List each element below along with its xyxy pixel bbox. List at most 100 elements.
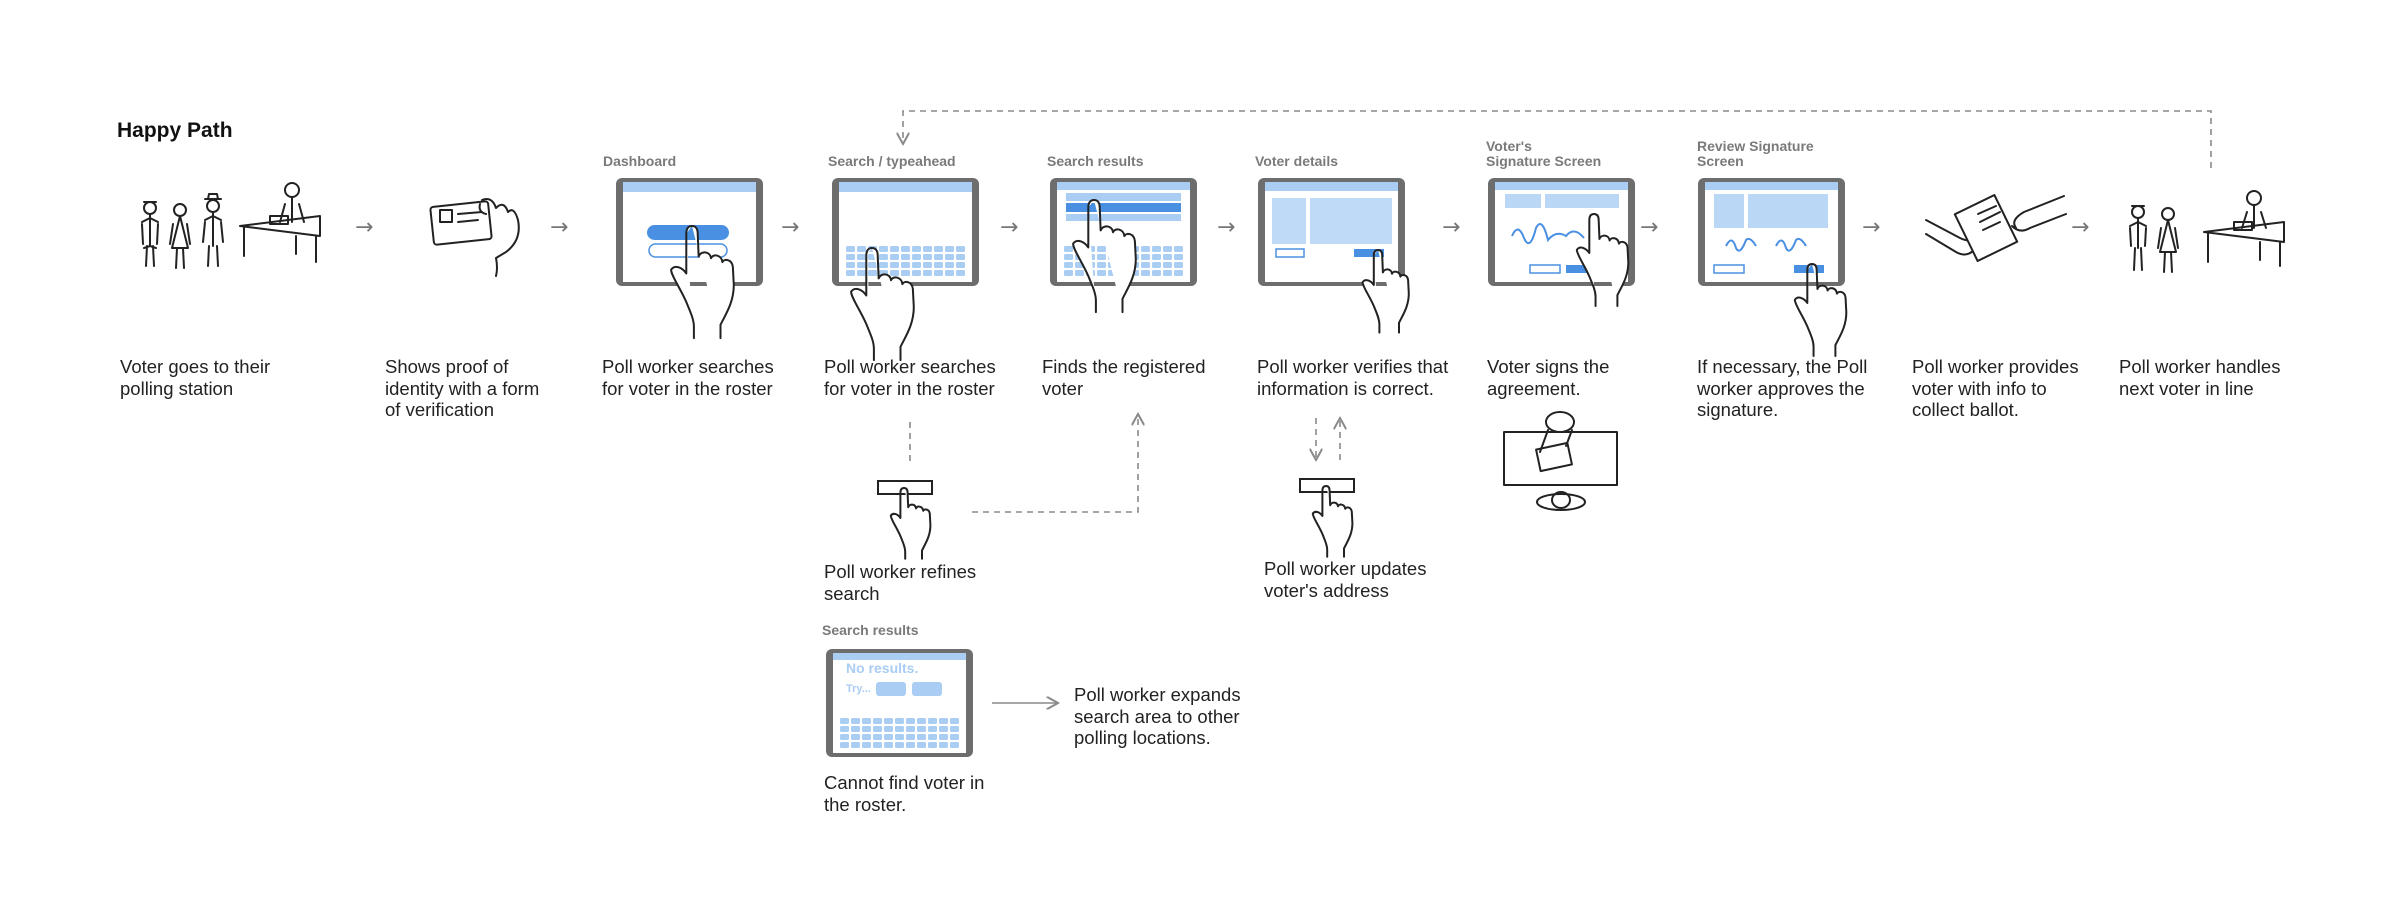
keyboard-key — [846, 262, 855, 268]
keyboard-key — [1174, 254, 1183, 260]
step-3-text: Poll worker searches for voter in the ro… — [602, 356, 774, 399]
keyboard-key — [868, 270, 877, 276]
signature-tablet — [1488, 178, 1635, 286]
keyboard-key — [950, 718, 959, 724]
caption-details: Voter details — [1255, 153, 1338, 169]
no-results-title: No results. — [846, 660, 918, 676]
branch-line: Cannot find voter in — [824, 772, 985, 793]
flow-arrow: → — [1000, 215, 1019, 240]
tap-hand-icon — [1361, 248, 1410, 334]
caption-signature: Voter's Signature Screen — [1486, 139, 1601, 169]
step-8-text: If necessary, the Poll worker approves t… — [1697, 356, 1867, 421]
branch-line: polling locations. — [1074, 727, 1211, 748]
step-line: collect ballot. — [1912, 399, 2019, 420]
keyboard-key — [1064, 254, 1073, 260]
keyboard-key — [895, 726, 904, 732]
keyboard-key — [934, 262, 943, 268]
keyboard-key — [1097, 254, 1106, 260]
keyboard-key — [912, 262, 921, 268]
keyboard-key — [862, 718, 871, 724]
flow-arrow: → — [355, 215, 374, 240]
keyboard-key — [956, 270, 965, 276]
keyboard-key — [901, 246, 910, 252]
flow-arrow: → — [550, 215, 569, 240]
caption-dashboard: Dashboard — [603, 153, 677, 169]
keyboard-key — [950, 742, 959, 748]
keyboard-key — [851, 726, 860, 732]
details-tablet — [1258, 178, 1405, 286]
keyboard-key — [917, 742, 926, 748]
keyboard-key — [923, 254, 932, 260]
step-1-text: Voter goes to their polling station — [120, 356, 270, 399]
keyboard-key — [1064, 246, 1073, 252]
keyboard-key — [928, 718, 937, 724]
step-9-text: Poll worker provides voter with info to … — [1912, 356, 2079, 421]
keyboard-key — [1152, 262, 1161, 268]
keyboard-key — [840, 734, 849, 740]
keyboard-key — [950, 734, 959, 740]
keyboard-key — [851, 734, 860, 740]
keyboard-key — [1152, 254, 1161, 260]
step-5-text: Finds the registered voter — [1042, 356, 1206, 399]
keyboard-key — [939, 734, 948, 740]
step-line: for voter in the roster — [602, 377, 773, 399]
keyboard-key — [906, 742, 915, 748]
keyboard-key — [884, 734, 893, 740]
step-line: Finds the registered — [1042, 356, 1206, 377]
expand-text: Poll worker expands search area to other… — [1074, 684, 1241, 749]
keyboard-key — [890, 262, 899, 268]
keyboard-key — [917, 718, 926, 724]
step-2-text: Shows proof of identity with a form of v… — [385, 356, 539, 421]
keyboard-key — [895, 734, 904, 740]
step-line: agreement. — [1487, 377, 1581, 399]
flow-arrow: → — [1217, 215, 1236, 240]
keyboard-key — [950, 726, 959, 732]
keyboard-key — [879, 262, 888, 268]
refine-text: Poll worker refines search — [824, 561, 976, 604]
keyboard-key — [840, 742, 849, 748]
branch-line: the roster. — [824, 793, 907, 815]
keyboard-key — [1174, 262, 1183, 268]
ballot-handoff-icon — [1925, 193, 2067, 263]
step-line: Poll worker searches — [602, 356, 774, 377]
step-line: next voter in line — [2119, 377, 2254, 399]
step-line: of verification — [385, 399, 494, 420]
keyboard-key — [901, 270, 910, 276]
tap-hand-icon — [850, 246, 915, 362]
diagram-title: Happy Path — [117, 119, 233, 142]
dashboard-tablet — [616, 178, 763, 286]
caption-line: Signature Screen — [1486, 153, 1602, 169]
keyboard-key — [906, 718, 915, 724]
search-tablet — [832, 178, 979, 286]
step-line: polling station — [120, 377, 234, 399]
caption-results-empty: Search results — [822, 622, 919, 638]
keyboard-key — [912, 246, 921, 252]
keyboard-key — [901, 262, 910, 268]
keyboard-key — [956, 246, 965, 252]
caption-line: Screen — [1697, 153, 1744, 169]
keyboard-key — [1097, 262, 1106, 268]
keyboard-key — [873, 718, 882, 724]
keyboard-key — [956, 254, 965, 260]
step-line: Poll worker verifies that — [1257, 356, 1449, 377]
step-line: Voter goes to their — [120, 356, 271, 377]
review-tablet — [1698, 178, 1845, 286]
keyboard-key — [890, 246, 899, 252]
refine-to-results-connector — [972, 414, 1138, 513]
next-voter-icon — [2129, 190, 2285, 273]
keyboard-key — [873, 742, 882, 748]
keyboard-key — [840, 726, 849, 732]
keyboard-key — [917, 734, 926, 740]
step-4-text: Poll worker searches for voter in the ro… — [824, 356, 996, 399]
keyboard-key — [895, 742, 904, 748]
keyboard-key — [1163, 262, 1172, 268]
no-results-try: Try... — [846, 683, 871, 695]
keyboard-key — [851, 742, 860, 748]
flow-arrow: → — [1640, 215, 1659, 240]
update-text: Poll worker updates voter's address — [1264, 558, 1426, 601]
keyboard-key — [879, 246, 888, 252]
caption-results: Search results — [1047, 153, 1144, 169]
keyboard-key — [1141, 270, 1150, 276]
keyboard-key — [934, 270, 943, 276]
